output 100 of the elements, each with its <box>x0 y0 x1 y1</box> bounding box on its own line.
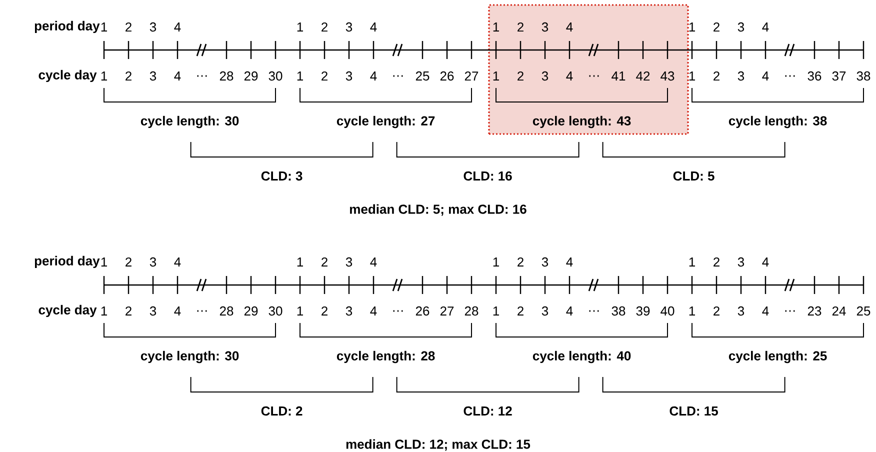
day-number: 2 <box>126 22 132 32</box>
day-number: 26 <box>416 306 430 316</box>
day-number: 1 <box>101 258 107 266</box>
day-number: 4 <box>370 22 377 32</box>
cld-label: CLD: 2 <box>261 406 302 416</box>
day-number: 2 <box>518 306 524 316</box>
day-number: 2 <box>322 71 328 81</box>
day-number: 1 <box>493 22 499 32</box>
day-number: 37 <box>832 71 846 81</box>
ellipsis: … <box>785 310 795 312</box>
day-number: 4 <box>174 306 181 316</box>
ellipsis: … <box>197 310 207 312</box>
ellipsis: … <box>393 75 403 77</box>
day-number: 1 <box>493 258 499 266</box>
row-label: cycle day <box>38 304 97 318</box>
day-number: 2 <box>322 257 328 267</box>
row-label: period day <box>34 256 100 268</box>
day-number: 4 <box>370 258 377 266</box>
row-label: cycle day <box>38 70 97 82</box>
day-number: 3 <box>346 257 352 267</box>
day-number: 3 <box>542 306 548 316</box>
day-number: 1 <box>493 72 499 80</box>
day-number: 3 <box>346 22 352 32</box>
day-number: 25 <box>416 71 430 81</box>
day-number: 4 <box>174 258 181 266</box>
cld-label: CLD: 12 <box>464 406 512 416</box>
day-number: 3 <box>346 71 352 81</box>
day-number: 3 <box>738 306 744 316</box>
day-number: 3 <box>738 22 744 32</box>
day-number: 1 <box>101 72 107 80</box>
day-number: 26 <box>440 71 454 81</box>
day-number: 1 <box>689 258 695 266</box>
day-number: 30 <box>268 306 282 316</box>
day-number: 41 <box>612 72 626 80</box>
day-number: 4 <box>174 72 181 80</box>
summary-text: median CLD: 12; max CLD: 15 <box>346 439 530 451</box>
day-number: 27 <box>440 306 454 316</box>
day-number: 2 <box>518 22 524 32</box>
summary-text: median CLD: 5; max CLD: 16 <box>350 204 526 216</box>
day-number: 2 <box>322 306 328 316</box>
ellipsis: … <box>589 310 599 312</box>
day-number: 4 <box>566 306 573 316</box>
day-number: 4 <box>762 306 769 316</box>
day-number: 29 <box>244 306 258 316</box>
cycle-length-label: cycle length: 38 <box>728 116 827 128</box>
day-number: 4 <box>762 72 769 80</box>
day-number: 38 <box>612 306 626 316</box>
day-number: 2 <box>126 71 132 81</box>
cycle-length-label: cycle length: 43 <box>532 116 631 128</box>
cycle-length-label: cycle length: 30 <box>140 116 239 128</box>
day-number: 3 <box>150 22 156 32</box>
day-number: 1 <box>297 306 303 316</box>
day-number: 2 <box>714 22 720 32</box>
ellipsis: … <box>393 310 403 312</box>
day-number: 2 <box>714 257 720 267</box>
day-number: 1 <box>101 22 107 32</box>
day-number: 43 <box>660 71 674 81</box>
day-number: 3 <box>150 306 156 316</box>
day-number: 3 <box>150 71 156 81</box>
day-number: 4 <box>566 22 573 32</box>
day-number: 28 <box>464 306 478 316</box>
day-number: 40 <box>660 306 674 316</box>
day-number: 42 <box>636 71 650 81</box>
cld-label: CLD: 16 <box>464 171 512 181</box>
day-number: 3 <box>738 257 744 267</box>
ellipsis: … <box>785 75 795 77</box>
day-number: 4 <box>762 258 769 266</box>
row-label: period day <box>34 20 100 34</box>
day-number: 1 <box>101 306 107 316</box>
day-number: 1 <box>493 306 499 316</box>
cld-label: CLD: 15 <box>670 406 718 416</box>
day-number: 1 <box>297 22 303 32</box>
day-number: 4 <box>566 258 573 266</box>
ellipsis: … <box>197 75 207 77</box>
day-number: 4 <box>174 22 181 32</box>
day-number: 4 <box>370 306 377 316</box>
day-number: 24 <box>832 306 846 316</box>
day-number: 3 <box>150 257 156 267</box>
day-number: 38 <box>856 71 870 81</box>
day-number: 3 <box>542 22 548 32</box>
day-number: 28 <box>220 71 234 81</box>
highlight-box <box>488 4 689 135</box>
day-number: 2 <box>126 257 132 267</box>
cld-label: CLD: 5 <box>673 171 714 181</box>
day-number: 3 <box>346 306 352 316</box>
day-number: 1 <box>689 306 695 316</box>
day-number: 4 <box>566 72 573 80</box>
day-number: 1 <box>297 72 303 80</box>
cycle-length-label: cycle length: 27 <box>336 116 435 128</box>
cycle-length-label: cycle length: 28 <box>336 350 435 364</box>
day-number: 36 <box>808 71 822 81</box>
day-number: 30 <box>268 71 282 81</box>
day-number: 2 <box>126 306 132 316</box>
day-number: 2 <box>322 22 328 32</box>
day-number: 29 <box>244 71 258 81</box>
ellipsis: … <box>589 75 599 77</box>
day-number: 28 <box>220 306 234 316</box>
cld-label: CLD: 3 <box>261 171 302 181</box>
day-number: 3 <box>542 71 548 81</box>
day-number: 2 <box>518 257 524 267</box>
